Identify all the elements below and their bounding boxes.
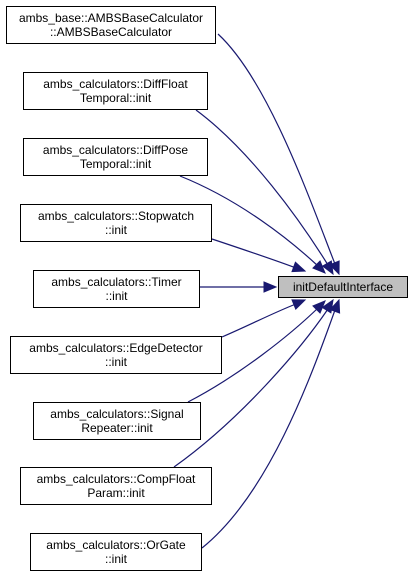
caller-line1: ambs_calculators::CompFloat <box>36 472 196 486</box>
arrowhead-icon <box>312 260 326 274</box>
target-label: initDefaultInterface <box>292 280 394 294</box>
caller-node-stopwatch[interactable]: ambs_calculators::Stopwatch ::init <box>20 204 212 242</box>
edge-line <box>187 307 319 403</box>
caller-line1: ambs_calculators::DiffFloat <box>43 77 188 91</box>
caller-line1: ambs_calculators::Timer <box>51 275 182 289</box>
edge-line <box>179 175 319 267</box>
edge-compfloatparam <box>173 298 334 468</box>
arrowhead-icon <box>263 281 278 293</box>
edge-ambsbasecalculator <box>217 33 340 276</box>
caller-node-compfloatparam[interactable]: ambs_calculators::CompFloat Param::init <box>20 467 212 505</box>
caller-node-timer[interactable]: ambs_calculators::Timer ::init <box>33 270 200 308</box>
caller-node-ambsbasecalculator[interactable]: ambs_base::AMBSBaseCalculator ::AMBSBase… <box>6 6 216 44</box>
edge-line <box>195 109 329 266</box>
edge-line <box>201 309 336 549</box>
edge-stopwatch <box>211 238 307 273</box>
arrowhead-icon <box>291 299 307 311</box>
edge-line <box>173 308 329 468</box>
caller-line1: ambs_calculators::Stopwatch <box>37 209 195 223</box>
caller-line1: ambs_calculators::Signal <box>50 407 184 421</box>
edge-diffposetemporal <box>179 175 326 274</box>
caller-line2: Temporal::init <box>79 157 152 171</box>
edge-line <box>221 303 297 338</box>
arrowhead-icon <box>329 298 341 314</box>
caller-node-diffposetemporal[interactable]: ambs_calculators::DiffPose Temporal::ini… <box>23 138 208 176</box>
target-node-initdefaultinterface: initDefaultInterface <box>278 276 408 298</box>
caller-node-difffloattemporal[interactable]: ambs_calculators::DiffFloat Temporal::in… <box>23 72 208 110</box>
edge-edgedetector <box>221 299 307 338</box>
edge-difffloattemporal <box>195 109 334 276</box>
caller-line1: ambs_base::AMBSBaseCalculator <box>18 11 204 25</box>
edge-line <box>217 33 336 265</box>
caller-node-orgate[interactable]: ambs_calculators::OrGate ::init <box>30 533 202 571</box>
edge-timer <box>200 281 278 293</box>
caller-line1: ambs_calculators::EdgeDetector <box>29 341 203 355</box>
caller-line2: Repeater::init <box>81 421 153 435</box>
caller-line2: ::init <box>104 223 127 237</box>
edge-line <box>211 238 297 269</box>
caller-node-edgedetector[interactable]: ambs_calculators::EdgeDetector ::init <box>10 336 222 374</box>
caller-line2: Temporal::init <box>79 91 152 105</box>
caller-line1: ambs_calculators::DiffPose <box>42 143 189 157</box>
caller-line2: ::init <box>105 289 128 303</box>
caller-line1: ambs_calculators::OrGate <box>46 538 186 552</box>
arrowhead-icon <box>321 260 334 276</box>
caller-line2: ::init <box>104 552 127 566</box>
caller-line2: Param::init <box>87 486 145 500</box>
caller-line2: ::AMBSBaseCalculator <box>49 25 173 39</box>
caller-node-signalrepeater[interactable]: ambs_calculators::Signal Repeater::init <box>33 402 201 440</box>
arrowhead-icon <box>291 261 307 273</box>
caller-line2: ::init <box>104 355 127 369</box>
edge-orgate <box>201 298 341 549</box>
